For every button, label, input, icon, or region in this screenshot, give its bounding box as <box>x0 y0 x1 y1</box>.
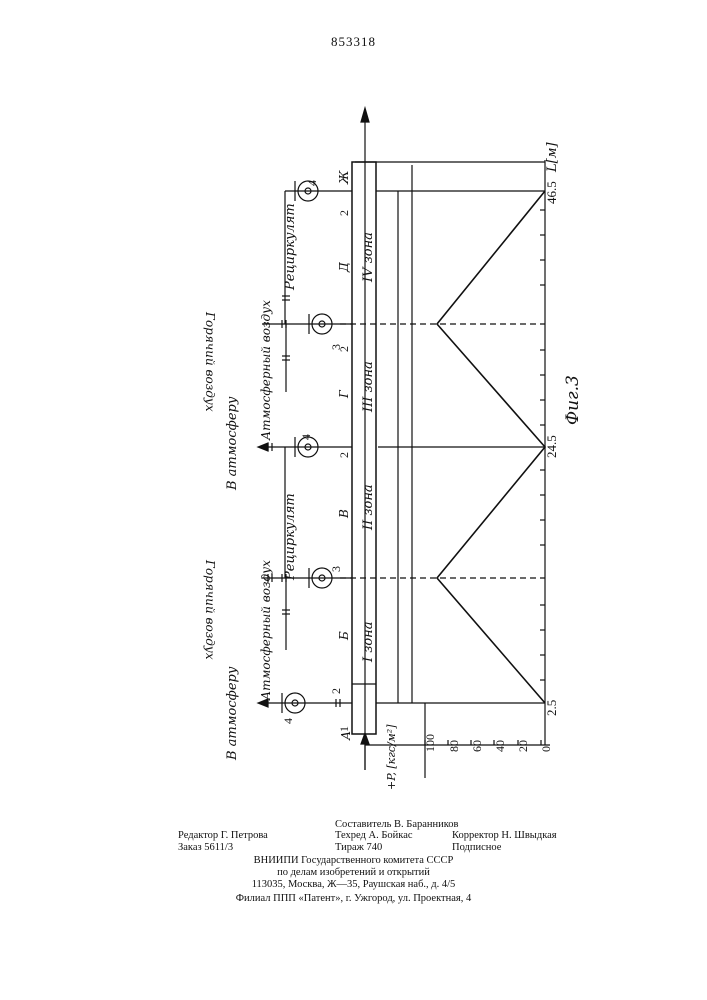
zone-1-label: I зона <box>361 622 376 664</box>
section-B: Б <box>337 631 351 641</box>
pressure-label: +P, [кгс/м²] <box>385 724 398 790</box>
arrow-to-atm-2 <box>258 443 268 451</box>
section-Zh: Ж <box>337 170 351 185</box>
figure-labels: 0 20 40 60 80 100 +P, [кгс/м²] 2.5 24.5 … <box>203 142 583 790</box>
recirc-label-1: Рециркулят <box>283 493 298 581</box>
fan-num-4b: 4 <box>299 434 313 440</box>
hot-air-label-2: Горячий воздух <box>203 311 217 412</box>
atm-air-label-1: Атмосферный воздух <box>259 560 273 701</box>
length-46-5: 46.5 <box>544 181 559 204</box>
zone-3-label: III зона <box>361 361 376 413</box>
tick-80: 80 <box>447 740 461 752</box>
tick-100: 100 <box>423 734 437 752</box>
tick-60: 60 <box>470 740 484 752</box>
atm-air-label-2: Атмосферный воздух <box>259 300 273 441</box>
section-D: Д <box>337 262 351 273</box>
to-atmosphere-label-1: В атмосферу <box>225 666 240 761</box>
fan-num-3b: 3 <box>329 344 343 350</box>
fan-num-4a: 4 <box>281 718 295 724</box>
tick-40: 40 <box>493 740 507 752</box>
fan-num-4c: 4 <box>305 180 319 186</box>
length-unit-label: L[м] <box>545 142 560 173</box>
recirc-label-2: Рециркулят <box>283 203 298 291</box>
section-V: В <box>337 509 351 519</box>
zone-2-label: II зона <box>361 484 376 531</box>
zone-4-label: IV зона <box>361 232 376 283</box>
length-2-5: 2.5 <box>544 700 559 716</box>
fan-num-3a: 3 <box>329 566 343 572</box>
to-atmosphere-label-2: В атмосферу <box>225 396 240 491</box>
length-24-5: 24.5 <box>544 435 559 458</box>
section-G: Г <box>337 389 351 399</box>
hot-air-label-1: Горячий воздух <box>203 559 217 660</box>
valve-marks <box>268 296 340 707</box>
axis-arrow-head <box>361 108 369 122</box>
tick-20: 20 <box>516 740 530 752</box>
figure-caption: Фиг.3 <box>563 375 583 425</box>
pipe-num-2b: 2 <box>337 452 351 458</box>
pipe-num-2d: 2 <box>337 210 351 216</box>
pipe-num-1: 1 <box>337 726 351 732</box>
pipe-num-2a: 2 <box>329 688 343 694</box>
tick-0: 0 <box>539 746 553 752</box>
